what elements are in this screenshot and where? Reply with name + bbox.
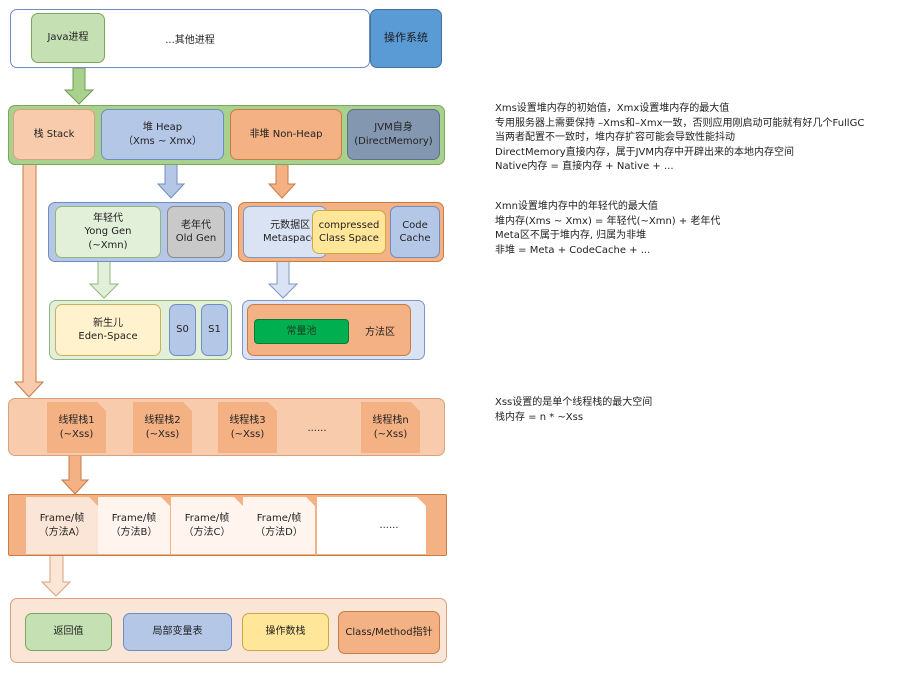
arrow-heap-to-gen [156,161,186,199]
nonheap-box: 非堆 Non-Heap [230,109,342,160]
frame-c: Frame/帧 （方法C） [171,497,243,554]
arrow-frame-to-content [40,554,72,597]
s0-box: S0 [169,304,196,356]
code-cache-box: Code Cache [390,206,440,258]
note-xss: Xss设置的是单个线程栈的最大空间 栈内存 = n * ~Xss [495,397,653,423]
arrow-meta-to-method [267,259,299,299]
note-heap: Xms设置堆内存的初始值，Xmx设置堆内存的最大值 专用服务器上需要保持 –Xm… [495,103,865,172]
old-gen-box: 老年代 Old Gen [167,206,225,258]
os-box: 操作系统 [370,9,442,68]
class-method-pointer-box: Class/Method指针 [338,611,440,654]
frame-b: Frame/帧 （方法B） [98,497,170,554]
thread-stack-2: 线程栈2 (~Xss) [133,402,192,453]
jvm-self-box: JVM自身 (DirectMemory) [347,109,440,160]
stack-box: 栈 Stack [13,109,95,160]
return-value-box: 返回值 [25,613,112,651]
constant-pool-box: 常量池 [254,319,349,344]
heap-box: 堆 Heap （Xms ~ Xmx） [101,109,224,160]
thread-stack-dots: ...... [307,422,327,434]
thread-stack-1: 线程栈1 (~Xss) [47,402,106,453]
s1-box: S1 [201,304,228,356]
compressed-class-space-box: compressed Class Space [312,210,386,254]
thread-stack-3: 线程栈3 (~Xss) [218,402,277,453]
frame-dots-box: ...... [352,497,426,554]
thread-stack-n: 线程栈n (~Xss) [361,402,420,453]
java-process-box: Java进程 [31,13,105,63]
young-gen-box: 年轻代 Yong Gen (~Xmn) [55,206,161,258]
local-vars-box: 局部变量表 [123,613,232,651]
arrow-nonheap-to-meta [267,161,297,199]
frame-a: Frame/帧 （方法A） [26,497,98,554]
note-young: Xmn设置堆内存中的年轻代的最大值 堆内存(Xms ~ Xmx) = 年轻代(~… [495,201,721,256]
operand-stack-box: 操作数栈 [242,613,329,651]
other-processes-label: ...其他进程 [165,34,215,46]
arrow-thread-to-frames [60,454,90,495]
arrow-stack-to-threads [13,161,45,398]
arrow-young-to-eden [88,259,120,299]
frame-d: Frame/帧 （方法D） [243,497,315,554]
eden-space-box: 新生儿 Eden-Space [55,304,161,356]
method-area-label: 方法区 [365,326,395,338]
arrow-java-to-jvm [63,67,95,105]
